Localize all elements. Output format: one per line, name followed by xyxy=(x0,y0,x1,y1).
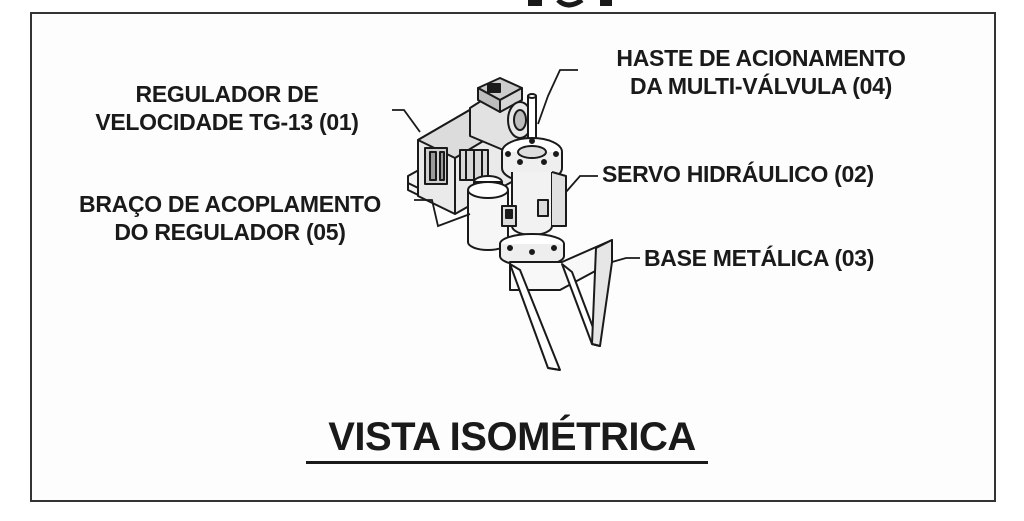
label-line: VELOCIDADE TG-13 (01) xyxy=(95,109,359,135)
label-line: REGULADOR DE xyxy=(135,81,319,107)
leader-regulator xyxy=(392,109,421,133)
leader-actuator-rod xyxy=(537,69,578,125)
motor-block xyxy=(469,77,533,153)
leader-coupling-arm xyxy=(414,199,471,228)
label-line: HASTE DE ACIONAMENTO xyxy=(616,45,906,71)
label-line: BRAÇO DE ACOPLAMENTO xyxy=(79,191,381,217)
label-metal-base: BASE METÁLICA (03) xyxy=(644,245,875,271)
leader-metal-base xyxy=(611,257,640,263)
metal-base-bracket xyxy=(509,239,613,371)
label-actuator-rod: HASTE DE ACIONAMENTO DA MULTI-VÁLVULA (0… xyxy=(580,44,942,100)
cropped-title-fragment xyxy=(528,0,612,8)
hydraulic-servo xyxy=(501,137,567,236)
label-line: DA MULTI-VÁLVULA (04) xyxy=(629,73,892,99)
label-coupling-arm: BRAÇO DE ACOPLAMENTO DO REGULADOR (05) xyxy=(46,190,414,246)
label-line: DO REGULADOR (05) xyxy=(114,219,346,245)
leader-hydraulic-servo xyxy=(565,175,598,193)
leader-lines xyxy=(392,69,640,263)
title-underline xyxy=(306,461,708,464)
view-title: VISTA ISOMÉTRICA xyxy=(328,415,696,459)
label-speed-regulator: REGULADOR DE VELOCIDADE TG-13 (01) xyxy=(62,80,392,136)
label-hydraulic-servo: SERVO HIDRÁULICO (02) xyxy=(602,161,874,187)
